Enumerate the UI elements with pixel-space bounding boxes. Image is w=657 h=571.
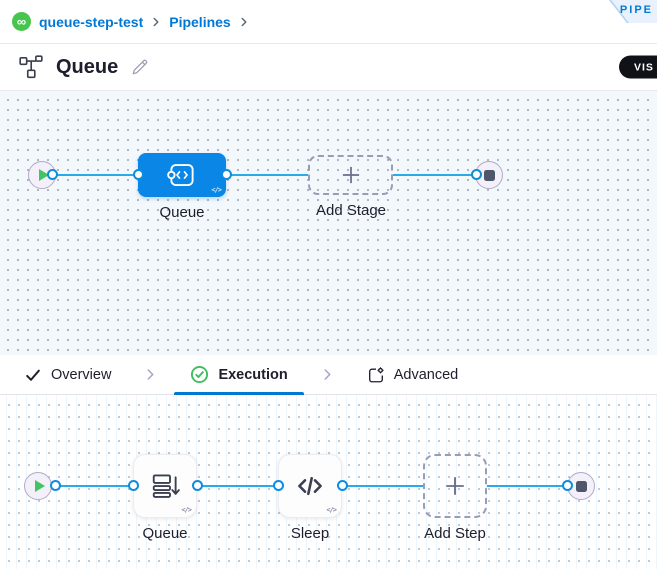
add-step-button[interactable] — [423, 454, 487, 518]
chevron-right-icon — [150, 16, 162, 28]
add-stage-button[interactable] — [308, 155, 393, 195]
play-icon — [38, 169, 49, 181]
tab-label: Execution — [218, 366, 288, 383]
edit-pencil-icon[interactable] — [130, 57, 150, 77]
tab-label: Advanced — [393, 366, 459, 383]
tab-label: Overview — [51, 366, 112, 383]
stage-canvas: </> Queue Add Stage — [0, 91, 657, 355]
ribbon-label: PIPE — [619, 4, 653, 16]
connector-line — [197, 485, 278, 487]
queue-step-icon — [152, 474, 180, 498]
pipeline-icon — [18, 54, 44, 80]
connector-line — [487, 485, 568, 487]
pipeline-studio-ribbon: PIPE — [571, 0, 657, 23]
connector-line — [393, 174, 477, 176]
step-label: Sleep — [290, 525, 330, 542]
chevron-right-icon — [238, 16, 250, 28]
visual-yaml-toggle[interactable]: VIS — [619, 55, 657, 79]
tab-execution[interactable]: Execution — [174, 355, 305, 395]
chevron-right-icon — [143, 367, 158, 382]
connector-port — [47, 169, 58, 180]
connector-line — [55, 485, 133, 487]
pipeline-header: Queue VIS — [0, 44, 657, 91]
connector-line — [226, 174, 308, 176]
connector-port — [273, 480, 284, 491]
connector-port — [471, 169, 482, 180]
execution-status-icon — [191, 365, 209, 384]
stop-icon — [483, 169, 495, 181]
add-step-label: Add Step — [424, 525, 486, 542]
check-icon — [26, 369, 40, 381]
custom-stage-icon — [167, 164, 194, 186]
step-card-sleep[interactable]: </> — [278, 454, 342, 518]
sleep-step-icon — [298, 476, 322, 496]
plus-icon — [342, 166, 359, 184]
connector-line — [52, 174, 138, 176]
step-label: Queue — [142, 525, 188, 542]
code-badge: </> — [326, 506, 337, 514]
page-title: Queue — [56, 55, 119, 78]
connector-port — [192, 480, 203, 491]
breadcrumb-project-link[interactable]: queue-step-test — [39, 13, 144, 30]
connector-port — [133, 169, 144, 180]
advanced-settings-icon — [368, 366, 384, 382]
connector-port — [128, 480, 139, 491]
tab-overview[interactable]: Overview — [8, 355, 127, 394]
start-node — [24, 472, 52, 500]
add-stage-label: Add Stage — [315, 202, 387, 219]
code-badge: </> — [211, 186, 222, 194]
stage-label: Queue — [159, 204, 205, 221]
execution-canvas: </> Queue </> Sleep Add Step — [0, 395, 657, 569]
end-node — [567, 472, 595, 500]
plus-icon — [446, 477, 464, 495]
stop-icon — [575, 480, 587, 492]
pipeline-tabs: Overview Execution Advanced — [0, 355, 657, 395]
connector-port — [221, 169, 232, 180]
play-icon — [34, 480, 45, 492]
connector-port — [50, 480, 61, 491]
connector-line — [342, 485, 423, 487]
chevron-right-icon — [320, 367, 335, 382]
code-badge: </> — [181, 506, 192, 514]
breadcrumb-pipelines-link[interactable]: Pipelines — [169, 13, 231, 30]
stage-node-queue[interactable]: </> — [138, 153, 226, 197]
connector-port — [337, 480, 348, 491]
step-card-queue[interactable]: </> — [133, 454, 197, 518]
connector-port — [562, 480, 573, 491]
harness-logo-icon: ∞ — [12, 12, 31, 31]
breadcrumb: ∞ queue-step-test Pipelines PIPE — [0, 0, 657, 44]
tab-advanced[interactable]: Advanced — [351, 355, 475, 394]
